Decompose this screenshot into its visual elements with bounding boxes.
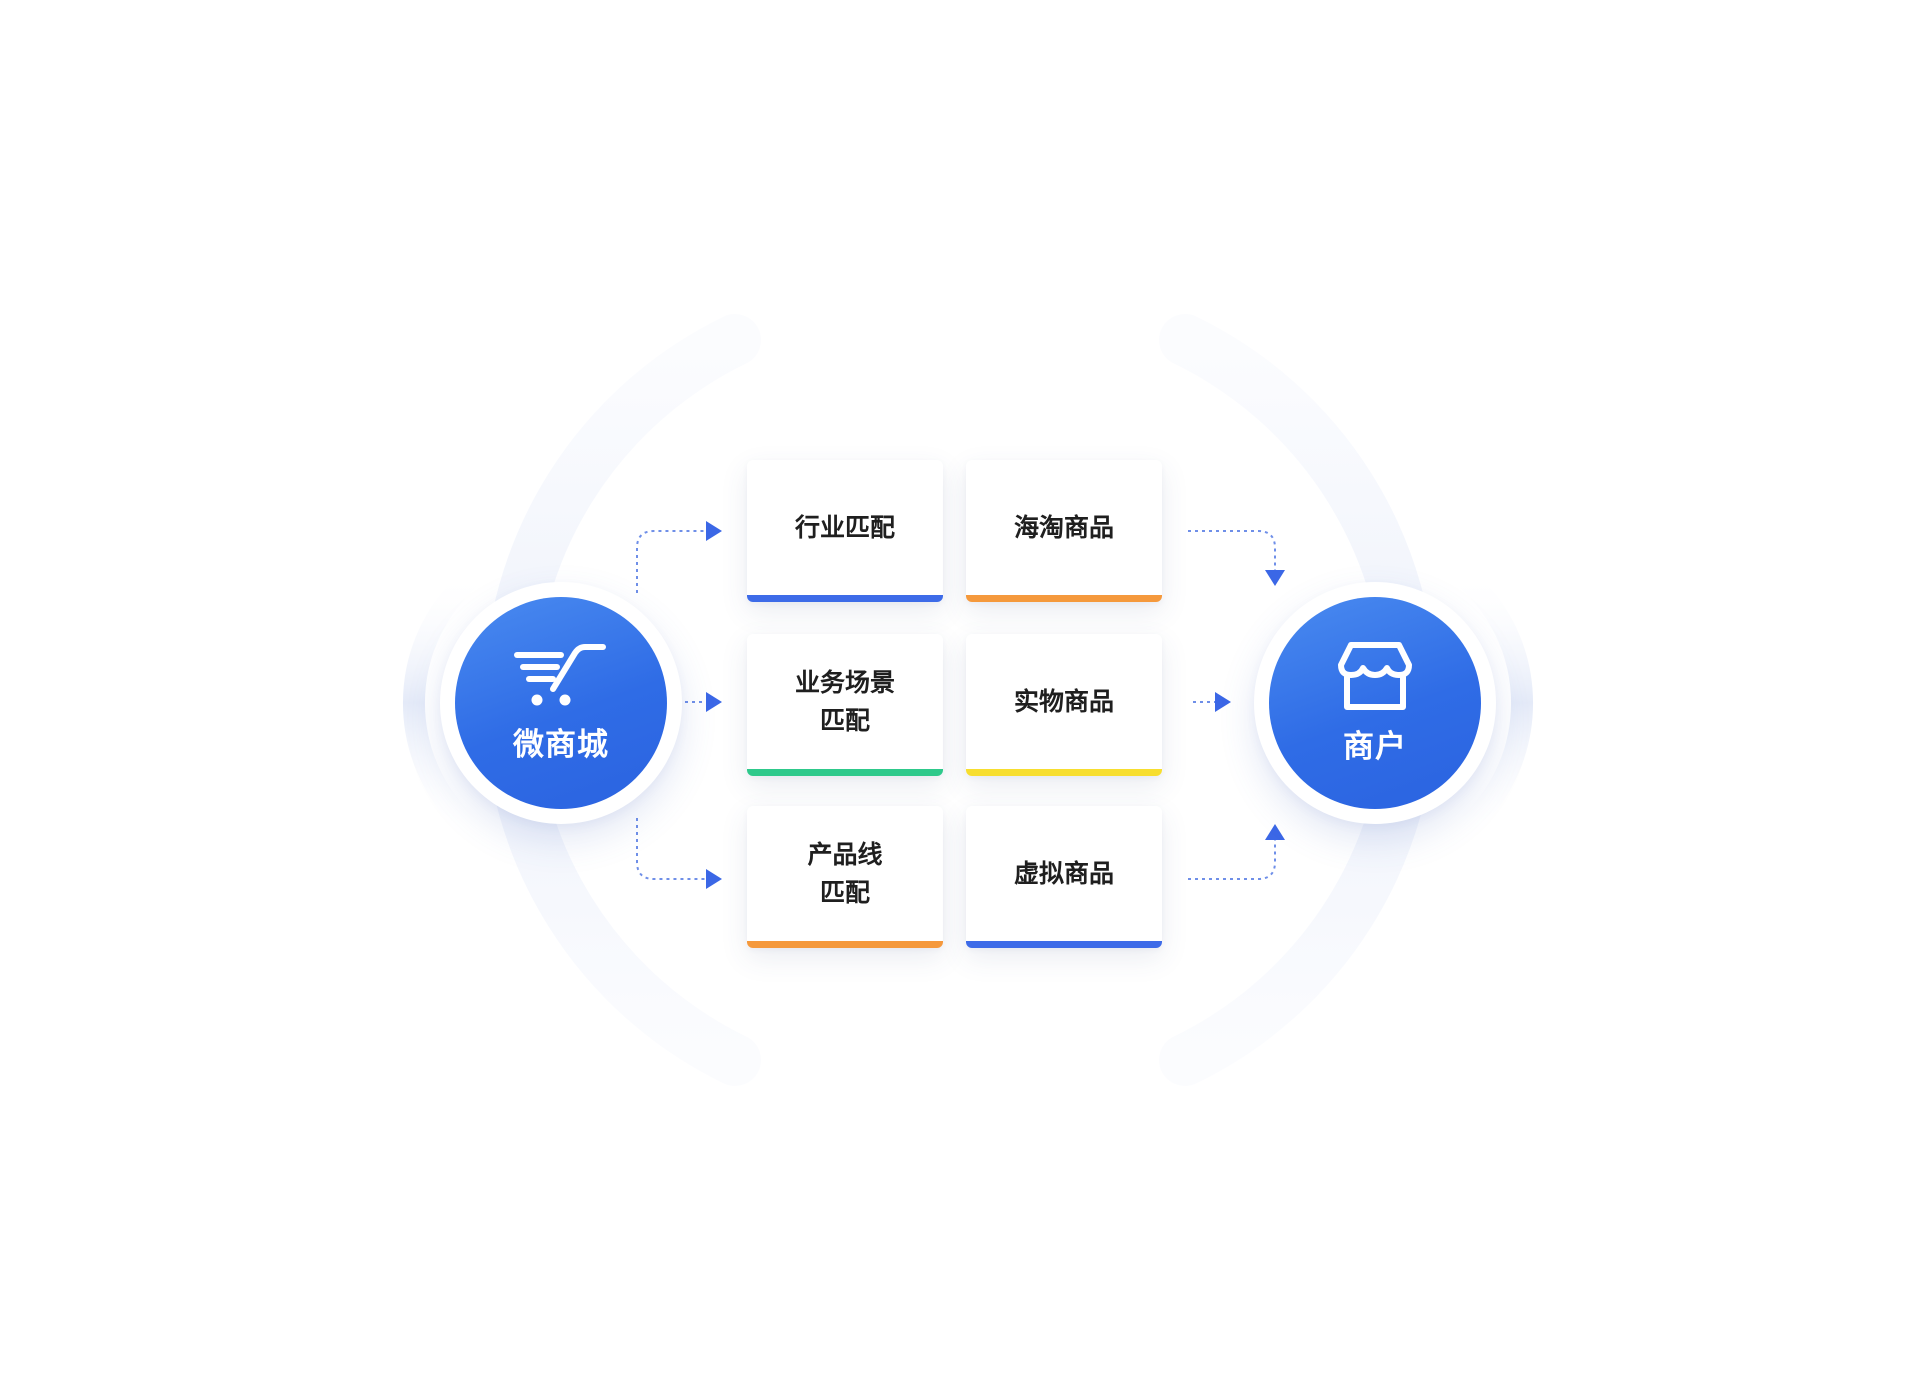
arrow-top-to-right	[1188, 530, 1276, 571]
arrowhead-bottom-right	[1265, 824, 1285, 840]
arrow-left-to-top	[636, 530, 708, 593]
card-product-line-match: 产品线匹配	[747, 806, 943, 948]
store-icon	[1338, 641, 1412, 710]
card-accent-bar	[966, 595, 1162, 602]
mall-hub-inner: 微商城	[455, 597, 667, 809]
connectors	[636, 530, 1276, 880]
card-industry-match: 行业匹配	[747, 460, 943, 602]
card-accent-bar	[747, 769, 943, 776]
merchant-hub: 商户	[1254, 582, 1496, 824]
arrowhead-middle-right	[1215, 692, 1231, 712]
left-hub-outer-arc	[403, 563, 485, 843]
card-label: 产品线匹配	[807, 840, 883, 907]
mall-hub: 微商城	[440, 582, 682, 824]
card-virtual-goods: 虚拟商品	[966, 806, 1162, 948]
merchant-hub-label: 商户	[1343, 728, 1407, 765]
card-accent-bar	[747, 941, 943, 948]
card-label: 虚拟商品	[1013, 859, 1114, 888]
arrow-left-to-bottom	[636, 818, 708, 880]
card-label: 业务场景匹配	[794, 668, 895, 735]
cart-check-icon	[514, 643, 606, 705]
card-label: 海淘商品	[1013, 513, 1114, 542]
merchant-hub-inner: 商户	[1269, 597, 1481, 809]
card-label: 行业匹配	[794, 513, 895, 542]
card-label: 实物商品	[1013, 687, 1114, 716]
arrowhead-top-right	[1265, 570, 1285, 586]
card-accent-bar	[966, 769, 1162, 776]
card-business-scenario-match: 业务场景匹配	[747, 634, 943, 776]
card-accent-bar	[747, 595, 943, 602]
card-physical-goods: 实物商品	[966, 634, 1162, 776]
arrowhead-top-left	[706, 521, 722, 541]
arrow-bottom-to-right	[1188, 838, 1276, 880]
card-cross-border-goods: 海淘商品	[966, 460, 1162, 602]
mall-hub-label: 微商城	[513, 726, 609, 763]
arrowhead-middle-left	[706, 692, 722, 712]
card-accent-bar	[966, 941, 1162, 948]
right-hub-outer-arc	[1451, 563, 1533, 843]
arrowheads	[706, 521, 1285, 889]
arrowhead-bottom-left	[706, 869, 722, 889]
